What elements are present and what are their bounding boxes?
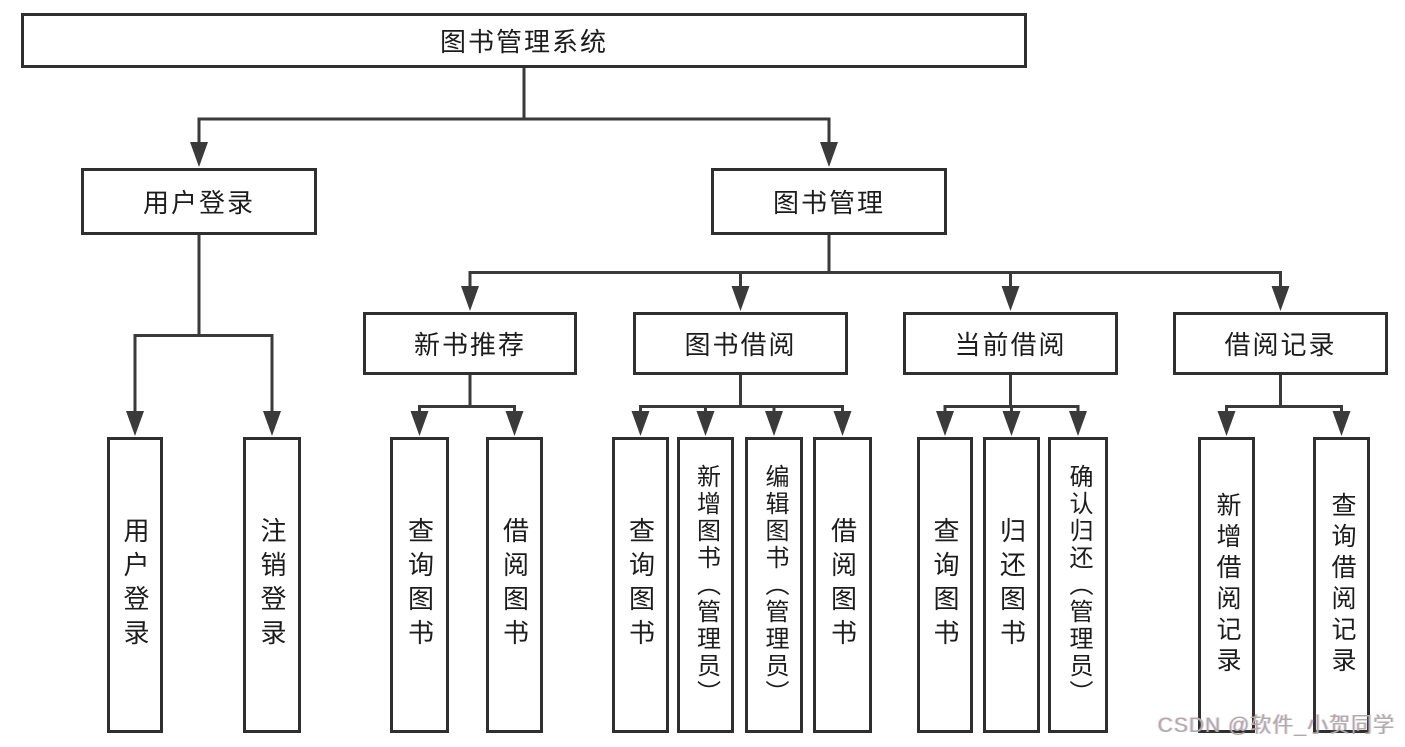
leaf-query-books: 查询图书	[612, 437, 669, 733]
node-label: 图书管理系统	[439, 27, 608, 57]
arrow-down-icon	[833, 411, 852, 436]
arrow-down-icon	[1002, 411, 1021, 436]
node-label: 注销登录	[257, 517, 287, 653]
arrow-down-icon	[765, 411, 783, 436]
leaf-borrow-books: 借阅图书	[486, 437, 543, 733]
arrow-down-icon	[820, 142, 838, 167]
leaf-query-books: 查询图书	[390, 437, 449, 733]
node-label: 查询图书	[930, 517, 960, 653]
csdn-watermark: CSDN @软件_小贺同学	[1157, 714, 1395, 737]
node-label: 新书推荐	[413, 330, 526, 360]
node-label: 查询借阅记录	[1328, 492, 1356, 678]
arrow-down-icon	[126, 411, 144, 436]
arrow-down-icon	[1217, 411, 1236, 436]
node-label: 当前借阅	[954, 330, 1067, 360]
node-label: 查询图书	[625, 517, 656, 653]
arrow-down-icon	[731, 286, 750, 311]
node-label: 新增图书（管理员）	[692, 463, 720, 707]
arrow-down-icon	[410, 411, 429, 436]
leaf-return-books: 归还图书	[983, 437, 1040, 733]
arrow-down-icon	[696, 411, 715, 436]
leaf-add-borrow-record: 新增借阅记录	[1198, 437, 1255, 733]
node-label: 借阅图书	[827, 517, 858, 653]
leaf-logout: 注销登录	[243, 437, 301, 733]
node-label: 查询图书	[404, 517, 435, 653]
node-library-system: 图书管理系统	[21, 13, 1027, 68]
leaf-borrow-books: 借阅图书	[813, 437, 872, 733]
arrow-down-icon	[461, 286, 479, 311]
node-book-management: 图书管理	[711, 168, 947, 235]
node-book-borrowing: 图书借阅	[633, 312, 848, 375]
leaf-user-login: 用户登录	[107, 437, 163, 733]
node-label: 确认归还（管理员）	[1065, 463, 1092, 707]
node-current-borrowing: 当前借阅	[903, 312, 1118, 375]
arrow-down-icon	[1332, 411, 1351, 436]
arrow-down-icon	[631, 411, 650, 436]
leaf-edit-books-admin: 编辑图书（管理员）	[745, 437, 803, 733]
node-label: 图书借阅	[684, 330, 797, 360]
node-label: 编辑图书（管理员）	[761, 463, 788, 707]
leaf-confirm-return-admin: 确认归还（管理员）	[1048, 437, 1108, 733]
arrow-down-icon	[190, 142, 208, 167]
node-user-login: 用户登录	[81, 168, 317, 235]
leaf-query-borrow-record: 查询借阅记录	[1313, 437, 1370, 733]
node-label: 借阅记录	[1224, 330, 1337, 360]
node-label: 用户登录	[142, 188, 255, 218]
node-label: 用户登录	[120, 517, 150, 653]
node-label: 图书管理	[772, 188, 885, 218]
leaf-query-books: 查询图书	[917, 437, 973, 733]
arrow-down-icon	[505, 411, 524, 436]
arrow-down-icon	[263, 411, 281, 436]
node-label: 借阅图书	[499, 517, 530, 653]
arrow-down-icon	[1001, 286, 1020, 311]
node-new-book-recommend: 新书推荐	[363, 312, 577, 375]
leaf-add-books-admin: 新增图书（管理员）	[677, 437, 734, 733]
arrow-down-icon	[1271, 286, 1290, 311]
arrow-down-icon	[936, 411, 954, 436]
node-label: 新增借阅记录	[1213, 492, 1241, 678]
arrow-down-icon	[1069, 411, 1087, 436]
node-label: 归还图书	[996, 517, 1027, 653]
node-borrowing-records: 借阅记录	[1173, 312, 1388, 375]
